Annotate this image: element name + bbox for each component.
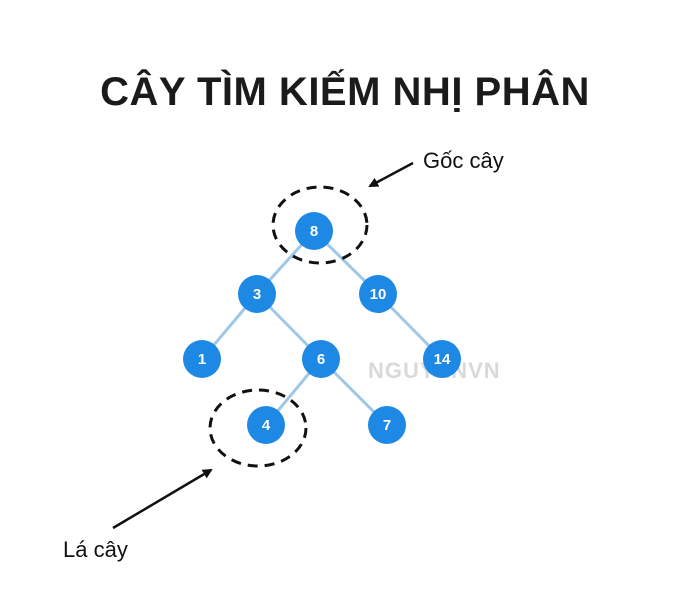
tree-node-circle [368, 406, 406, 444]
tree-node-14: 14 [423, 340, 461, 378]
leaf-callout-arrow [112, 468, 213, 530]
root-callout-arrow [368, 161, 414, 188]
tree-node-value: 14 [434, 351, 451, 368]
tree-node-1: 1 [183, 340, 221, 378]
leaf-callout-label: Lá cây [63, 537, 128, 562]
tree-node-value: 4 [262, 417, 271, 434]
tree-edges [200, 229, 444, 427]
tree-node-value: 7 [383, 417, 391, 434]
tree-node-value: 3 [253, 286, 261, 303]
tree-node-10: 10 [359, 275, 397, 313]
tree-node-4: 4 [247, 406, 285, 444]
tree-node-6: 6 [302, 340, 340, 378]
tree-nodes: 8 3 10 1 6 14 4 7 [183, 212, 461, 444]
root-callout-label: Gốc cây [423, 148, 504, 173]
tree-node-value: 6 [317, 351, 325, 368]
tree-node-circle [359, 275, 397, 313]
page-title: CÂY TÌM KIẾM NHỊ PHÂN [100, 70, 590, 114]
tree-node-value: 1 [198, 351, 206, 368]
tree-node-circle [423, 340, 461, 378]
tree-node-value: 10 [370, 286, 387, 303]
tree-node-circle [238, 275, 276, 313]
leaf-highlight-ring [208, 388, 308, 468]
tree-node-value: 8 [310, 223, 318, 240]
tree-node-7: 7 [368, 406, 406, 444]
tree-node-circle [247, 406, 285, 444]
tree-node-circle [183, 340, 221, 378]
root-highlight-ring [271, 185, 369, 265]
tree-node-8: 8 [295, 212, 333, 250]
tree-node-3: 3 [238, 275, 276, 313]
tree-node-circle [302, 340, 340, 378]
tree-node-circle [295, 212, 333, 250]
